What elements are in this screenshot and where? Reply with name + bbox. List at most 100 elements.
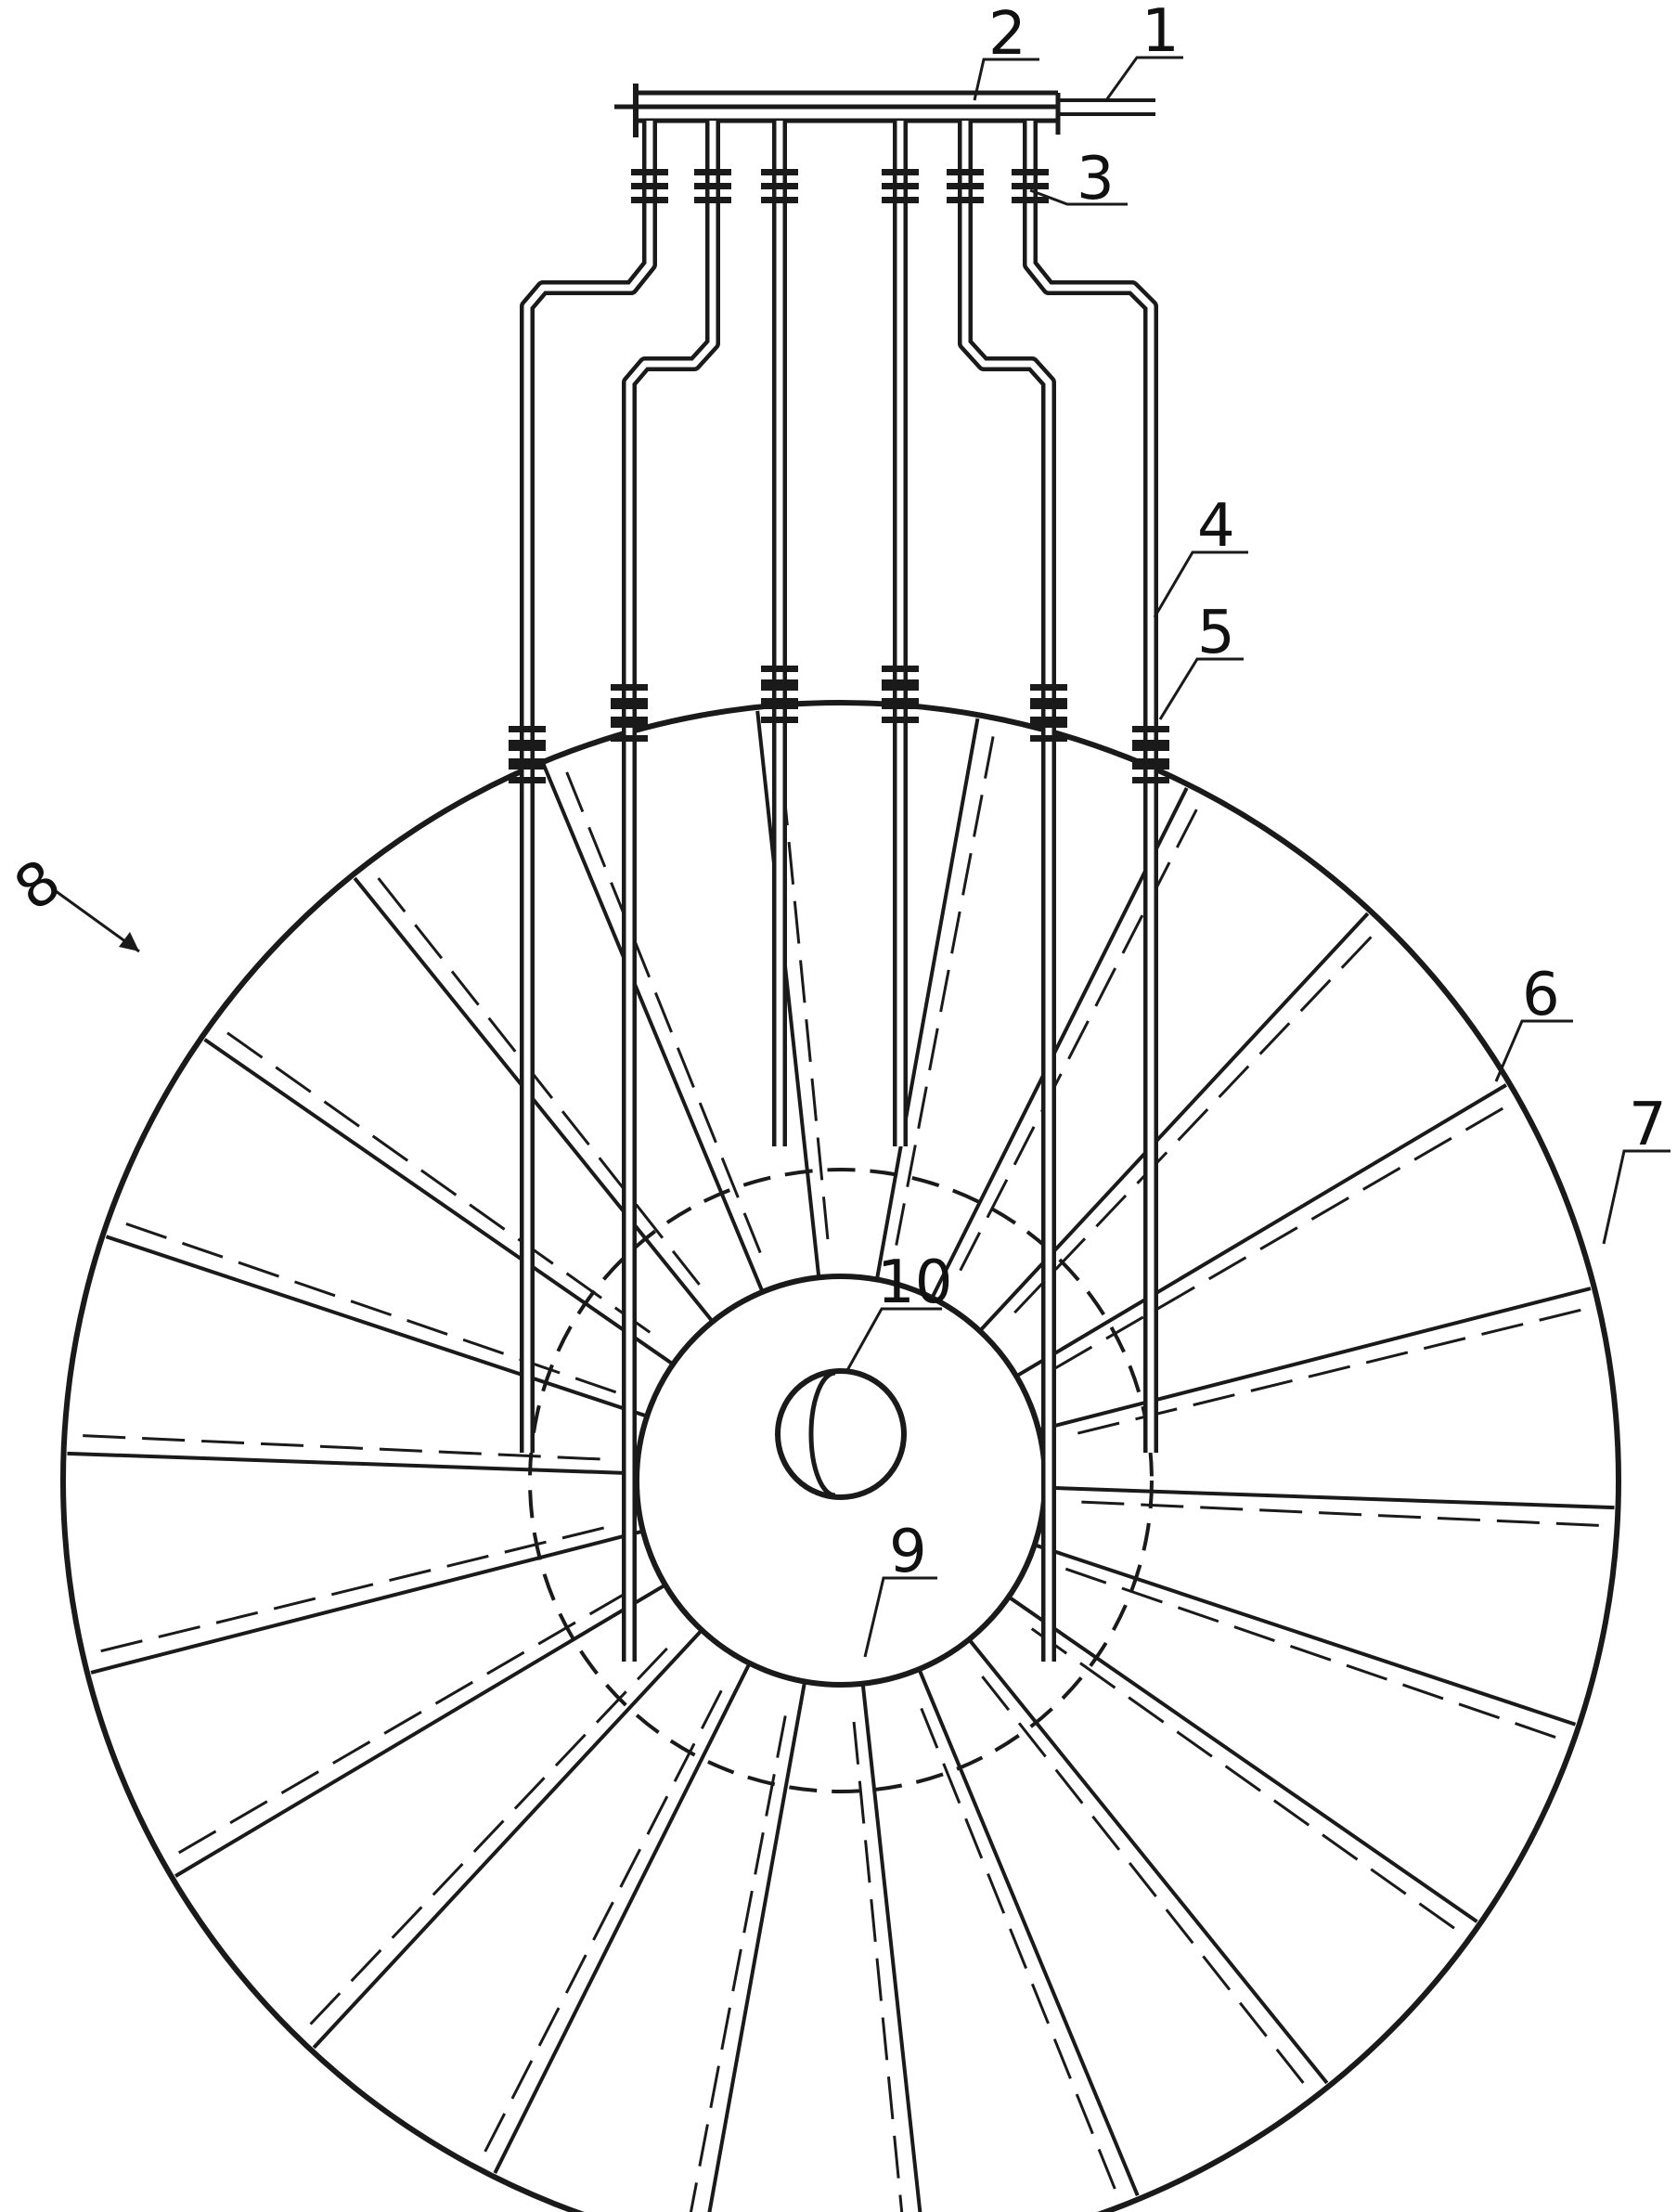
radial-plate-line	[1007, 1595, 1478, 1923]
flange-plate	[882, 679, 919, 686]
header-pipe	[614, 84, 1155, 137]
flange-plate	[611, 703, 648, 709]
radial-plate-line	[90, 1529, 644, 1675]
radial-plate-dashed-line	[895, 721, 998, 1246]
flange-plate	[1132, 726, 1169, 732]
leader-5	[1158, 657, 1244, 720]
radial-plate-line	[978, 912, 1370, 1333]
radial-plate-line	[967, 1637, 1329, 2085]
flange-plate	[761, 169, 798, 175]
radial-plate-line	[707, 1681, 807, 2212]
radial-plate-dashed-line	[1081, 1500, 1614, 1528]
radial-plate-line	[755, 710, 821, 1278]
label-5: 5	[1197, 599, 1235, 667]
flange-plate	[1132, 744, 1169, 751]
label-4: 4	[1197, 492, 1235, 561]
flange-plate	[611, 698, 648, 705]
flange-plate	[947, 169, 984, 175]
flange-plate	[1132, 758, 1169, 765]
flange-plate	[1012, 197, 1049, 203]
label-10: 10	[877, 1248, 952, 1317]
flange-plate	[1030, 735, 1067, 742]
label-3: 3	[1077, 145, 1115, 213]
branch-pipe-bore	[626, 121, 716, 1662]
flange-plate	[882, 183, 919, 189]
flange-plate	[761, 703, 798, 709]
flange-plate	[611, 684, 648, 691]
leader-3	[1029, 188, 1128, 206]
radial-plate-line	[874, 718, 980, 1280]
central-hub	[634, 1274, 1048, 1688]
leader-1	[1104, 56, 1183, 101]
leader-7	[1602, 1149, 1671, 1245]
flange-plate	[611, 717, 648, 723]
flange-plate	[1030, 698, 1067, 705]
branch-pipe-bore	[1026, 121, 1155, 1453]
radial-plate-dashed-line	[1013, 925, 1383, 1314]
outer-vessel-circle	[60, 700, 1621, 2212]
label-7: 7	[1629, 1091, 1667, 1159]
radial-plate-line	[860, 1683, 922, 2212]
label-8: 8	[3, 847, 73, 925]
flange-plate	[882, 197, 919, 203]
radial-plate-line	[174, 1583, 666, 1878]
radial-plate-dashed-line	[477, 1689, 723, 2166]
flange-plate	[631, 197, 668, 203]
leader-6	[1494, 1019, 1573, 1082]
flange-plate	[882, 698, 919, 705]
arrowhead-8	[119, 932, 139, 951]
radial-plate-line	[203, 1038, 675, 1366]
flange-plate	[761, 698, 798, 705]
flange-plate	[882, 684, 919, 691]
flange-plate	[1132, 740, 1169, 746]
flange-plate	[882, 169, 919, 175]
flange-plate	[1030, 684, 1067, 691]
radial-plate-dashed-line	[1064, 1567, 1570, 1744]
flange-plate	[1012, 183, 1049, 189]
flange-plate	[1132, 777, 1169, 783]
radial-plate-dashed-line	[981, 1675, 1314, 2096]
flange-plate	[631, 183, 668, 189]
branch-pipe-bore	[523, 121, 653, 1453]
leader-4	[1153, 550, 1248, 618]
leader-lines	[55, 56, 1671, 1658]
flange-plate	[611, 735, 648, 742]
label-9: 9	[889, 1518, 927, 1586]
radial-plate-dashed-line	[1030, 1627, 1467, 1938]
flange-plate	[694, 183, 731, 189]
flange-plate	[631, 169, 668, 175]
flange-plate	[1030, 717, 1067, 723]
flange-plate	[509, 740, 546, 746]
flange-plate	[1030, 721, 1067, 728]
label-1: 1	[1142, 0, 1180, 66]
radial-plate-dashed-line	[920, 1707, 1122, 2204]
leader-10	[845, 1307, 942, 1373]
branch-pipe-bore	[961, 121, 1052, 1662]
flange-plate	[509, 744, 546, 751]
flange-plate	[947, 183, 984, 189]
radial-plate-line	[1044, 1485, 1615, 1510]
flange-plate	[1030, 703, 1067, 709]
radial-plate-dashed-line	[165, 1591, 628, 1862]
radial-plate-dashed-line	[689, 1715, 787, 2212]
radial-plate-dashed-line	[852, 1721, 904, 2212]
flange-plate	[761, 684, 798, 691]
flange-plate	[761, 666, 798, 672]
radial-plate-dashed-line	[85, 1526, 605, 1656]
flange-plate	[761, 717, 798, 723]
flange-plate	[611, 721, 648, 728]
flange-plate	[761, 679, 798, 686]
flange-plate	[882, 666, 919, 672]
centre-pipe-circle	[775, 1368, 907, 1500]
flange-plate	[947, 197, 984, 203]
radial-plate-line	[105, 1235, 648, 1418]
radial-plate-line	[493, 1662, 752, 2174]
flange-plate	[761, 197, 798, 203]
pipe-flanges	[509, 169, 1169, 783]
flange-plate	[761, 183, 798, 189]
radial-plate-line	[1038, 1287, 1592, 1432]
radial-plate-dashed-line	[1077, 1305, 1596, 1435]
flange-plate	[882, 717, 919, 723]
leader-2	[973, 58, 1039, 101]
